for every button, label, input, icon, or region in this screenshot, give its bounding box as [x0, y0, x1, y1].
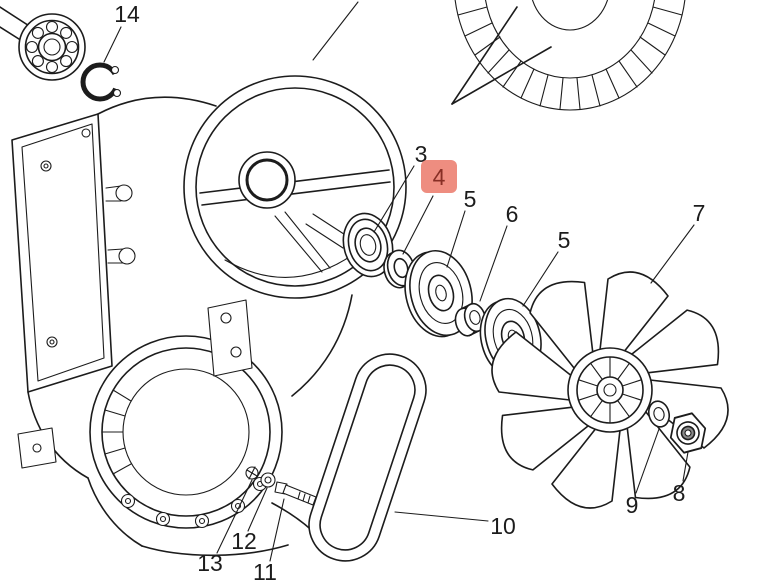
part-number: 10 [490, 513, 516, 539]
hex-nut [669, 412, 707, 454]
leader-line [269, 498, 285, 562]
part-number: 6 [506, 201, 519, 227]
part-number: 4 [433, 164, 446, 190]
part-number: 11 [253, 559, 277, 585]
v-belt [308, 353, 427, 562]
washer-part-9 [647, 400, 671, 428]
spacer-ring [454, 302, 487, 337]
part-label-9[interactable]: 9 [626, 428, 660, 518]
part-label-4-highlighted[interactable]: 4 [402, 160, 457, 255]
crankshaft-bearing [0, 6, 86, 81]
part-label-5a[interactable]: 5 [446, 186, 477, 268]
part-label-13[interactable]: 13 [197, 479, 253, 576]
part-label-14[interactable]: 14 [103, 1, 140, 63]
leader-line [522, 251, 559, 307]
bearing-part [342, 212, 394, 278]
leader-line [216, 479, 253, 554]
pulley-front-half [404, 249, 473, 338]
leader-line [394, 511, 489, 522]
leader-line [446, 210, 466, 268]
fastener-set [245, 466, 317, 506]
highlight-part-4 [421, 160, 457, 193]
part-number: 5 [558, 227, 571, 253]
part-label-12[interactable]: 12 [231, 487, 268, 554]
leader-line [103, 26, 122, 63]
part-number: 7 [693, 200, 706, 226]
leader-line [635, 428, 660, 494]
part-number: 8 [673, 480, 686, 506]
part-label-5b[interactable]: 5 [522, 227, 571, 307]
blower-wheel [451, 0, 686, 111]
leader-line [247, 487, 268, 532]
part-number: 12 [231, 528, 257, 554]
part-label-6[interactable]: 6 [479, 201, 519, 302]
leader-line [373, 165, 415, 233]
part-label-10[interactable]: 10 [394, 511, 516, 539]
part-label-11[interactable]: 11 [253, 498, 285, 585]
part-label-3[interactable]: 3 [373, 141, 428, 233]
part-label-7[interactable]: 7 [650, 200, 706, 284]
leader-line [682, 451, 689, 482]
part-number: 14 [114, 1, 140, 27]
fan-shroud [11, 75, 407, 557]
leader-line [479, 225, 508, 302]
leader-line [650, 224, 695, 284]
part-number: 5 [464, 186, 477, 212]
leader-line [402, 195, 434, 255]
part-number: 13 [197, 550, 223, 576]
circlip [80, 60, 142, 102]
part-label-8[interactable]: 8 [673, 451, 689, 506]
part-number: 3 [415, 141, 428, 167]
part-number: 9 [626, 492, 639, 518]
leader-line-top [312, 1, 359, 61]
cooling-fan [484, 264, 736, 516]
